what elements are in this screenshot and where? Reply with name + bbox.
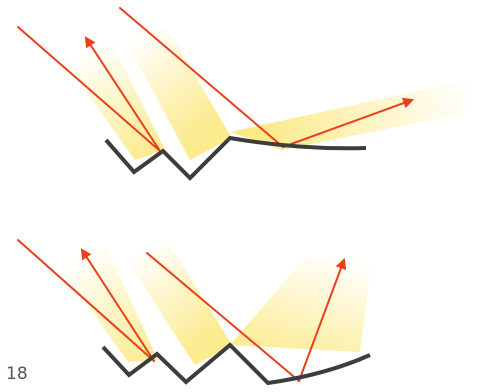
reflected-ray bbox=[282, 97, 415, 148]
glow-beam bbox=[230, 80, 472, 150]
incoming-ray bbox=[146, 252, 300, 382]
glow-beam bbox=[55, 245, 158, 362]
reflected-ray bbox=[84, 36, 161, 152]
page-number: 18 bbox=[6, 364, 28, 384]
reflected-ray bbox=[298, 257, 347, 382]
glow-beam bbox=[120, 245, 232, 365]
reflecting-surface bbox=[101, 342, 371, 386]
reflecting-surface bbox=[104, 135, 367, 181]
reflected-ray bbox=[80, 248, 155, 362]
glow-beam bbox=[60, 40, 165, 160]
bottom-diagram bbox=[17, 239, 372, 386]
incoming-ray bbox=[17, 239, 155, 362]
incoming-ray bbox=[17, 26, 161, 152]
top-diagram bbox=[17, 7, 472, 181]
glow-beam bbox=[120, 25, 232, 160]
incoming-ray bbox=[119, 7, 284, 148]
glow-beam bbox=[230, 258, 372, 352]
